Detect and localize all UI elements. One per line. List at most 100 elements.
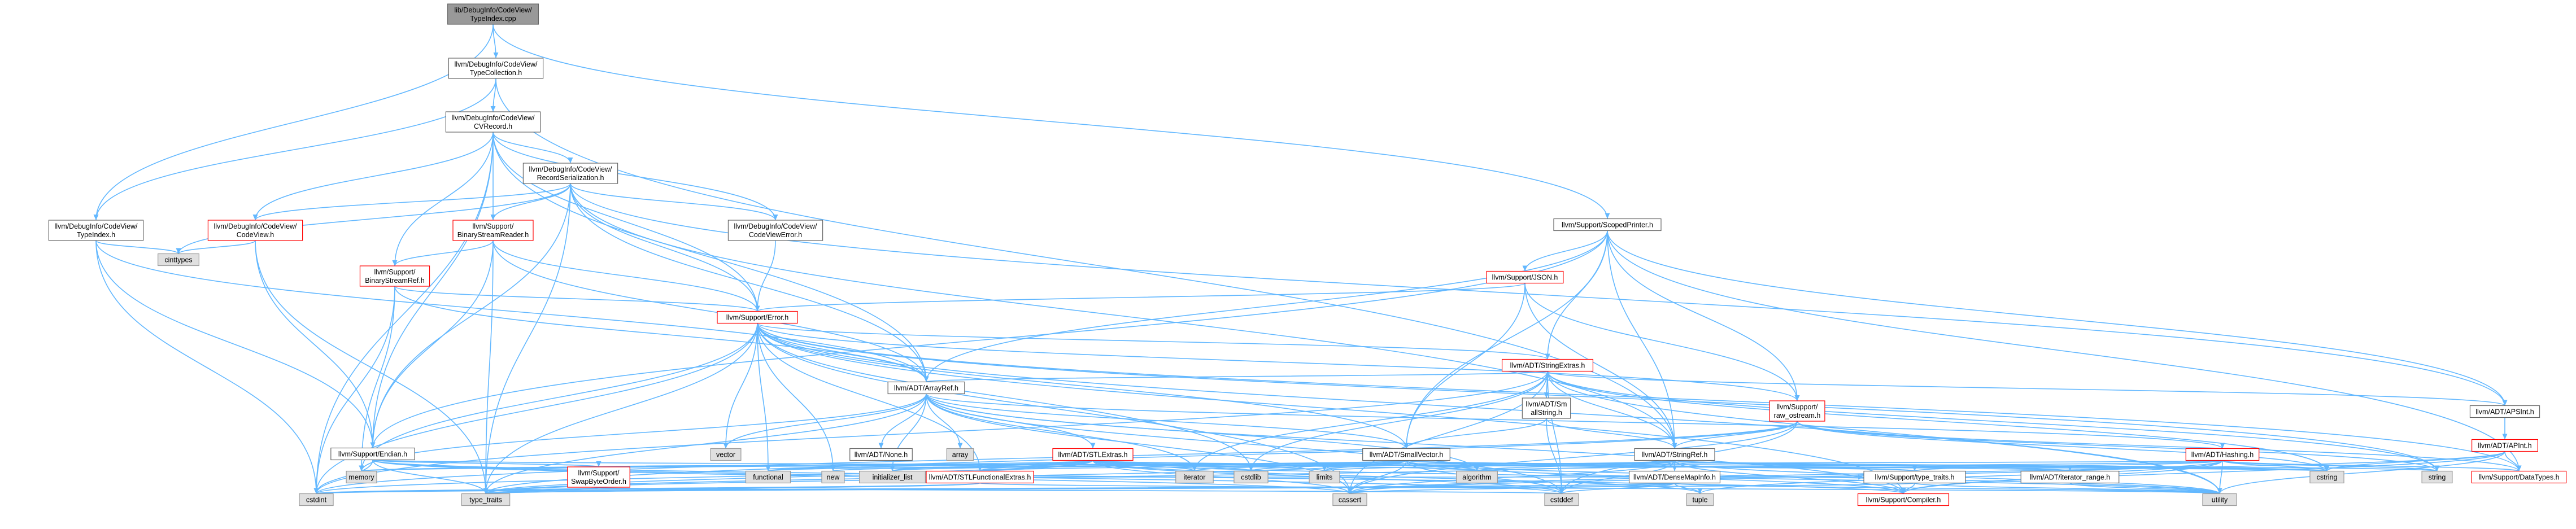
node-json[interactable]: llvm/Support/JSON.h bbox=[1486, 270, 1564, 284]
node-label: memory bbox=[348, 474, 374, 482]
edge-stlfunctionalextras-to-cstdint bbox=[314, 482, 980, 495]
node-arrayref[interactable]: llvm/ADT/ArrayRef.h bbox=[887, 381, 965, 395]
node-stlfunctionalextras[interactable]: llvm/ADT/STLFunctionalExtras.h bbox=[926, 470, 1034, 484]
edge-cvrecord-to-binarystreamref bbox=[392, 132, 494, 266]
edge-typeindex-to-cinttypes bbox=[95, 240, 181, 255]
node-box bbox=[1052, 448, 1134, 461]
edge-error-to-smallvector bbox=[757, 323, 1409, 449]
node-compiler[interactable]: llvm/Support/Compiler.h bbox=[1857, 493, 1950, 506]
node-type-traits-support[interactable]: llvm/Support/type_traits.h bbox=[1863, 470, 1966, 484]
edge-arrayref-to-array bbox=[926, 394, 963, 449]
node-box bbox=[447, 3, 539, 25]
node-cinttypes: cinttypes bbox=[158, 253, 199, 266]
node-cassert: cassert bbox=[1332, 493, 1367, 506]
node-box bbox=[2421, 470, 2453, 484]
node-label: llvm/DebugInfo/CodeView/TypeIndex.h bbox=[54, 222, 138, 239]
node-stringref[interactable]: llvm/ADT/StringRef.h bbox=[1634, 448, 1715, 461]
node-label: llvm/DebugInfo/CodeView/CodeView.h bbox=[213, 222, 297, 239]
node-label: lib/DebugInfo/CodeView/TypeIndex.cpp bbox=[454, 6, 532, 23]
node-codeviewerror[interactable]: llvm/DebugInfo/CodeView/CodeViewError.h bbox=[727, 220, 823, 241]
edge-stlfunctionalextras-to-utility bbox=[979, 482, 2221, 495]
node-swapbyteorder[interactable]: llvm/Support/SwapByteOrder.h bbox=[567, 466, 630, 488]
node-binarystreamref[interactable]: llvm/Support/BinaryStreamRef.h bbox=[359, 265, 430, 287]
node-box bbox=[1544, 493, 1579, 506]
edge-json-to-raw_ostream bbox=[1524, 283, 1800, 401]
node-label: algorithm bbox=[1462, 474, 1491, 482]
node-iterator-range[interactable]: llvm/ADT/iterator_range.h bbox=[2020, 470, 2120, 484]
edge-codeview-to-endian bbox=[255, 240, 376, 448]
edge-stringextras-to-cstdlib bbox=[1248, 371, 1548, 471]
node-label: llvm/ADT/StringRef.h bbox=[1642, 451, 1708, 459]
edge-typecollection-to-stringref bbox=[495, 78, 1677, 449]
node-label: tuple bbox=[1692, 496, 1707, 504]
node-tuple: tuple bbox=[1686, 493, 1714, 506]
edge-smallstring-to-smallvector bbox=[1403, 418, 1547, 449]
edge-apint-to-cstring bbox=[2324, 451, 2505, 472]
edge-scopedprinter-to-json bbox=[1522, 230, 1608, 272]
node-box bbox=[299, 493, 334, 506]
edge-binarystreamreader-to-endian bbox=[370, 240, 494, 448]
node-cvrecord[interactable]: llvm/DebugInfo/CodeView/CVRecord.h bbox=[445, 111, 541, 133]
node-densemapinfo[interactable]: llvm/ADT/DenseMapInfo.h bbox=[1628, 470, 1721, 484]
node-box bbox=[2472, 439, 2539, 452]
node-hashing[interactable]: llvm/ADT/Hashing.h bbox=[2185, 448, 2260, 461]
node-box bbox=[2185, 448, 2260, 461]
edge-binarystreamref-to-memory bbox=[359, 286, 395, 471]
edge-stringextras-to-cassert bbox=[1347, 371, 1548, 494]
edge-stringextras-to-arrayref bbox=[924, 370, 1548, 383]
edge-hashing-to-utility bbox=[2217, 460, 2223, 494]
node-box bbox=[158, 253, 199, 266]
node-box bbox=[359, 265, 430, 287]
node-smallvector[interactable]: llvm/ADT/SmallVector.h bbox=[1362, 448, 1450, 461]
node-stlextras[interactable]: llvm/ADT/STLExtras.h bbox=[1052, 448, 1134, 461]
node-label: llvm/Support/BinaryStreamReader.h bbox=[457, 222, 529, 239]
node-scopedprinter[interactable]: llvm/Support/ScopedPrinter.h bbox=[1553, 218, 1662, 231]
node-label: utility bbox=[2212, 496, 2228, 504]
edge-cvrecord-to-error bbox=[492, 132, 760, 312]
edge-typeindex-to-cstdint bbox=[95, 240, 319, 494]
node-label: cstring bbox=[2317, 474, 2338, 482]
node-label: type_traits bbox=[469, 496, 502, 504]
node-box bbox=[1686, 493, 1714, 506]
node-label: llvm/Support/JSON.h bbox=[1492, 274, 1558, 282]
edge-error-to-memory bbox=[359, 323, 758, 471]
edge-recordserialization-to-type_traits bbox=[483, 183, 571, 494]
edge-smallvector-to-memory bbox=[360, 460, 1407, 472]
node-box bbox=[1522, 397, 1571, 419]
edge-cvrecord-to-endian bbox=[370, 132, 494, 448]
edge-error-to-utility bbox=[757, 323, 2222, 494]
node-cstring: cstring bbox=[2309, 470, 2344, 484]
node-new: new bbox=[821, 470, 845, 484]
node-label: llvm/ADT/SmallVector.h bbox=[1370, 451, 1444, 459]
edge-arrayref-to-cstddef bbox=[926, 394, 1564, 494]
edge-cvrecord-to-codeview bbox=[252, 132, 494, 221]
node-raw-ostream[interactable]: llvm/Support/raw_ostream.h bbox=[1769, 400, 1825, 422]
node-endian[interactable]: llvm/Support/Endian.h bbox=[330, 447, 415, 461]
node-error[interactable]: llvm/Support/Error.h bbox=[717, 311, 798, 324]
node-datatypes[interactable]: llvm/Support/DataTypes.h bbox=[2471, 470, 2567, 484]
node-recordserialization[interactable]: llvm/DebugInfo/CodeView/RecordSerializat… bbox=[522, 163, 618, 184]
node-apsint[interactable]: llvm/ADT/APSInt.h bbox=[2469, 405, 2540, 418]
node-codeview[interactable]: llvm/DebugInfo/CodeView/CodeView.h bbox=[207, 220, 303, 241]
node-none[interactable]: llvm/ADT/None.h bbox=[849, 448, 913, 461]
edge-cvrecord-to-arrayref bbox=[492, 132, 929, 382]
node-box bbox=[710, 448, 742, 461]
node-box bbox=[448, 58, 544, 79]
node-label: llvm/ADT/StringExtras.h bbox=[1510, 362, 1585, 370]
node-box bbox=[745, 470, 791, 484]
node-binarystreamreader[interactable]: llvm/Support/BinaryStreamReader.h bbox=[452, 220, 534, 241]
edge-error-to-stlfunctionalextras bbox=[757, 323, 983, 471]
node-box bbox=[1501, 359, 1594, 372]
node-box bbox=[2020, 470, 2120, 484]
node-typeindex[interactable]: llvm/DebugInfo/CodeView/TypeIndex.h bbox=[48, 220, 144, 241]
node-label: cstddef bbox=[1550, 496, 1574, 504]
node-apint[interactable]: llvm/ADT/APInt.h bbox=[2472, 439, 2539, 452]
node-typecollection[interactable]: llvm/DebugInfo/CodeView/TypeCollection.h bbox=[448, 58, 544, 79]
node-stringextras[interactable]: llvm/ADT/StringExtras.h bbox=[1501, 359, 1594, 372]
node-root[interactable]: lib/DebugInfo/CodeView/TypeIndex.cpp bbox=[447, 3, 539, 25]
edge-error-to-cstdlib bbox=[757, 323, 1254, 471]
edge-recordserialization-to-codeview bbox=[252, 183, 571, 221]
node-label: vector bbox=[716, 451, 735, 459]
node-box bbox=[1233, 470, 1269, 484]
